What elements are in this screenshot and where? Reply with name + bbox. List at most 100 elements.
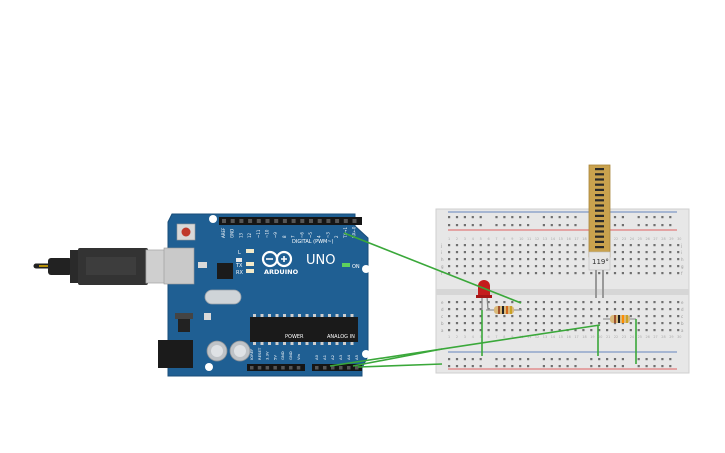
wire-gnd-to-rail[interactable] bbox=[357, 363, 443, 368]
terminal-hole[interactable] bbox=[487, 244, 490, 247]
terminal-hole[interactable] bbox=[463, 244, 466, 247]
terminal-hole[interactable] bbox=[495, 329, 498, 332]
digital-pin-hole[interactable] bbox=[230, 219, 235, 223]
rail-hole[interactable] bbox=[542, 216, 545, 219]
terminal-hole[interactable] bbox=[527, 329, 530, 332]
wire-analog-to-sensor[interactable] bbox=[352, 348, 443, 367]
terminal-hole[interactable] bbox=[629, 251, 632, 254]
terminal-hole[interactable] bbox=[479, 322, 482, 325]
rail-hole[interactable] bbox=[542, 358, 545, 361]
terminal-hole[interactable] bbox=[503, 265, 506, 268]
rail-hole[interactable] bbox=[606, 358, 609, 361]
rail-hole[interactable] bbox=[471, 365, 474, 368]
rail-hole[interactable] bbox=[661, 216, 664, 219]
rail-hole[interactable] bbox=[471, 358, 474, 361]
rail-hole[interactable] bbox=[669, 365, 672, 368]
terminal-hole[interactable] bbox=[527, 322, 530, 325]
analog-pin-hole[interactable] bbox=[323, 366, 327, 370]
terminal-hole[interactable] bbox=[448, 244, 451, 247]
terminal-hole[interactable] bbox=[637, 308, 640, 311]
digital-header[interactable] bbox=[219, 217, 362, 225]
rail-hole[interactable] bbox=[637, 358, 640, 361]
terminal-hole[interactable] bbox=[621, 329, 624, 332]
terminal-hole[interactable] bbox=[495, 301, 498, 304]
terminal-hole[interactable] bbox=[503, 258, 506, 261]
terminal-hole[interactable] bbox=[598, 329, 601, 332]
rail-hole[interactable] bbox=[574, 358, 577, 361]
terminal-hole[interactable] bbox=[606, 329, 609, 332]
analog-pin-hole[interactable] bbox=[315, 366, 319, 370]
terminal-hole[interactable] bbox=[448, 265, 451, 268]
terminal-hole[interactable] bbox=[463, 272, 466, 275]
rail-hole[interactable] bbox=[574, 216, 577, 219]
rail-hole[interactable] bbox=[448, 365, 451, 368]
digital-pin-hole[interactable] bbox=[291, 219, 296, 223]
terminal-hole[interactable] bbox=[471, 272, 474, 275]
rail-hole[interactable] bbox=[598, 365, 601, 368]
terminal-hole[interactable] bbox=[463, 258, 466, 261]
terminal-hole[interactable] bbox=[487, 308, 490, 311]
rail-hole[interactable] bbox=[653, 216, 656, 219]
terminal-hole[interactable] bbox=[645, 258, 648, 261]
power-pin-hole[interactable] bbox=[250, 366, 254, 370]
terminal-hole[interactable] bbox=[534, 308, 538, 311]
rail-hole[interactable] bbox=[542, 224, 545, 227]
power-pin-hole[interactable] bbox=[289, 366, 293, 370]
terminal-hole[interactable] bbox=[669, 301, 672, 304]
terminal-hole[interactable] bbox=[582, 265, 585, 268]
rail-hole[interactable] bbox=[511, 224, 514, 227]
terminal-hole[interactable] bbox=[503, 315, 506, 318]
terminal-hole[interactable] bbox=[613, 272, 617, 275]
terminal-hole[interactable] bbox=[669, 315, 672, 318]
terminal-hole[interactable] bbox=[471, 251, 474, 254]
digital-pin-hole[interactable] bbox=[222, 219, 226, 223]
rail-hole[interactable] bbox=[495, 365, 498, 368]
terminal-hole[interactable] bbox=[503, 244, 506, 247]
rail-hole[interactable] bbox=[645, 216, 648, 219]
terminal-hole[interactable] bbox=[534, 272, 538, 275]
terminal-hole[interactable] bbox=[574, 258, 577, 261]
rail-hole[interactable] bbox=[590, 358, 593, 361]
digital-pin-hole[interactable] bbox=[352, 219, 357, 223]
terminal-hole[interactable] bbox=[550, 272, 553, 275]
wire-5v-to-rail[interactable] bbox=[329, 324, 601, 367]
terminal-hole[interactable] bbox=[455, 272, 459, 275]
terminal-hole[interactable] bbox=[653, 301, 656, 304]
terminal-hole[interactable] bbox=[542, 272, 545, 275]
analog-pin-hole[interactable] bbox=[355, 366, 359, 370]
terminal-hole[interactable] bbox=[566, 308, 569, 311]
rail-hole[interactable] bbox=[495, 216, 498, 219]
rail-hole[interactable] bbox=[542, 365, 545, 368]
terminal-hole[interactable] bbox=[503, 272, 506, 275]
terminal-hole[interactable] bbox=[527, 258, 530, 261]
terminal-hole[interactable] bbox=[598, 272, 601, 275]
terminal-hole[interactable] bbox=[463, 265, 466, 268]
rail-hole[interactable] bbox=[463, 216, 466, 219]
terminal-hole[interactable] bbox=[511, 244, 514, 247]
terminal-hole[interactable] bbox=[495, 258, 498, 261]
rail-hole[interactable] bbox=[566, 365, 569, 368]
terminal-hole[interactable] bbox=[566, 272, 569, 275]
digital-pin-hole[interactable] bbox=[282, 219, 287, 223]
terminal-hole[interactable] bbox=[574, 265, 577, 268]
terminal-hole[interactable] bbox=[637, 251, 640, 254]
terminal-hole[interactable] bbox=[669, 251, 672, 254]
digital-pin-hole[interactable] bbox=[335, 219, 340, 223]
terminal-hole[interactable] bbox=[653, 322, 656, 325]
terminal-hole[interactable] bbox=[534, 329, 538, 332]
rail-hole[interactable] bbox=[566, 224, 569, 227]
rail-hole[interactable] bbox=[613, 358, 617, 361]
terminal-hole[interactable] bbox=[645, 244, 648, 247]
rail-hole[interactable] bbox=[479, 358, 482, 361]
rail-hole[interactable] bbox=[448, 224, 451, 227]
terminal-hole[interactable] bbox=[542, 315, 545, 318]
terminal-hole[interactable] bbox=[519, 329, 522, 332]
terminal-hole[interactable] bbox=[574, 301, 577, 304]
rail-hole[interactable] bbox=[574, 224, 577, 227]
terminal-hole[interactable] bbox=[637, 244, 640, 247]
rail-hole[interactable] bbox=[455, 216, 459, 219]
rail-hole[interactable] bbox=[527, 365, 530, 368]
rail-hole[interactable] bbox=[550, 365, 553, 368]
rail-hole[interactable] bbox=[621, 365, 624, 368]
terminal-hole[interactable] bbox=[519, 244, 522, 247]
